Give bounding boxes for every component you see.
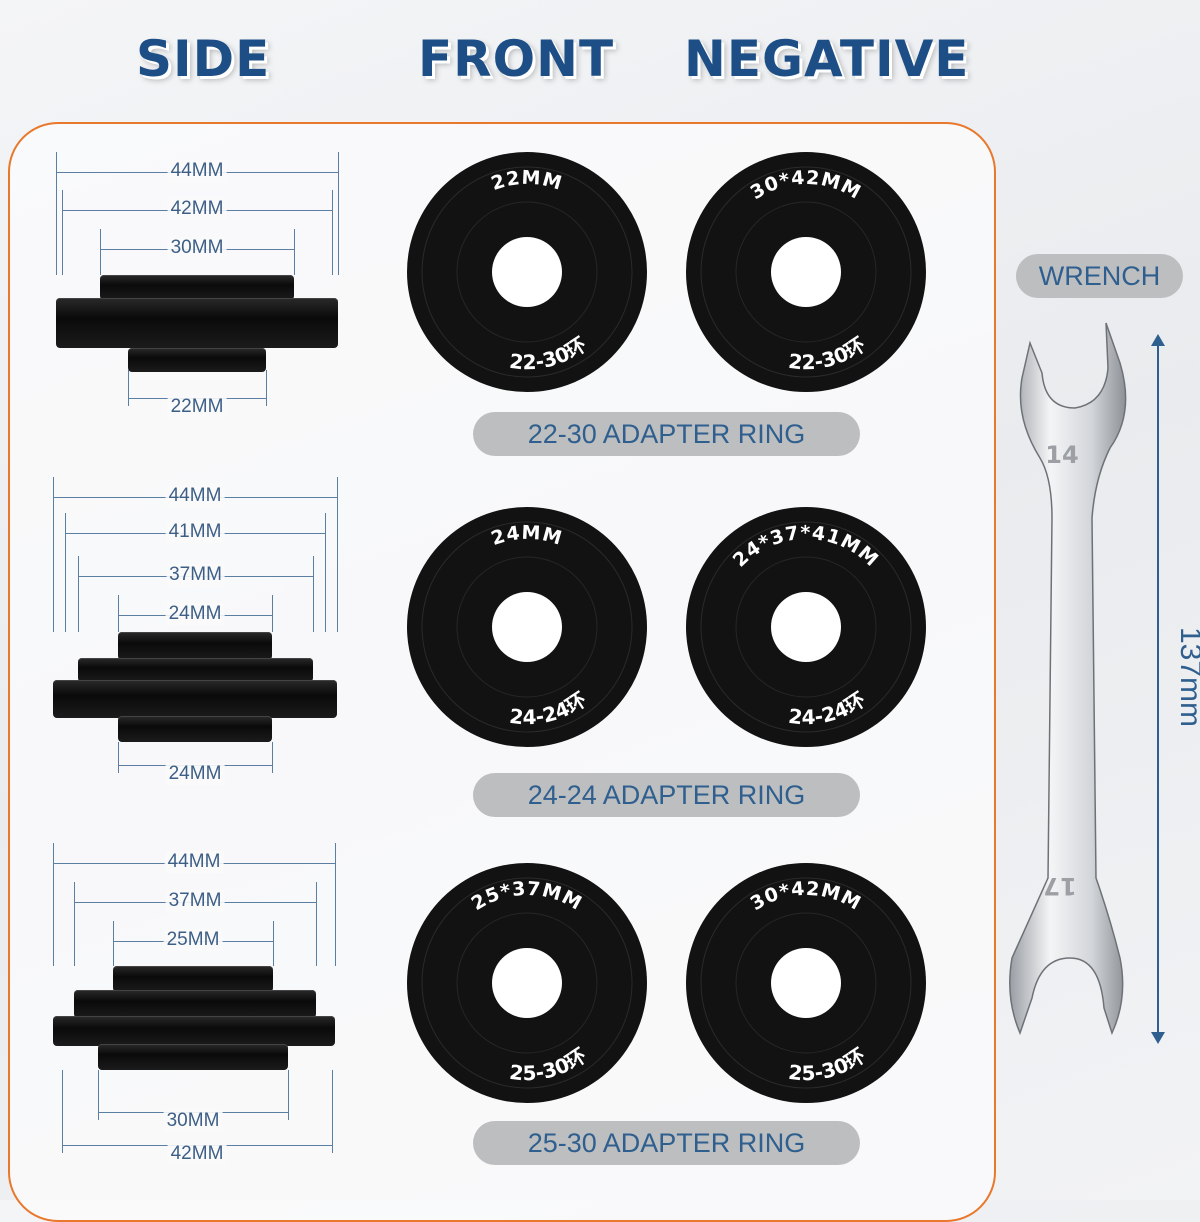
dimension-label: 44MM (164, 851, 224, 873)
dimension-label: 42MM (167, 198, 227, 220)
dimension-tick (272, 595, 273, 632)
negative-ring-view: 30*42MM 22-30环 (686, 152, 926, 392)
dimension-tick (118, 595, 119, 632)
dimension-tick (332, 1070, 333, 1153)
dimension-tick (53, 477, 54, 632)
dimension-tick (338, 152, 339, 275)
dimension-tick (325, 513, 326, 632)
dimension-tick (62, 190, 63, 275)
wrench-size-top: 14 (1045, 441, 1078, 469)
dimension-tick (128, 370, 129, 406)
dimension-tick (335, 843, 336, 966)
dimension-tick (337, 477, 338, 632)
dimension-label: 22MM (167, 396, 227, 418)
dimension-tick (118, 742, 119, 773)
adapter-ring-label: 22-30 ADAPTER RING (473, 412, 860, 456)
arrow-head-top (1151, 334, 1165, 346)
wrench-image: 14 17 (1009, 322, 1127, 1036)
dimension-label: 44MM (165, 485, 225, 507)
dimension-tick (53, 843, 54, 966)
arrow-head-bottom (1151, 1032, 1165, 1044)
negative-ring-view: 24*37*41MM 24-24环 (686, 507, 926, 747)
ring-side-profile (100, 275, 294, 300)
dimension-tick (113, 921, 114, 966)
dimension-tick (100, 229, 101, 275)
dimension-tick (313, 556, 314, 632)
wrench-length: 137mm (1174, 626, 1200, 728)
negative-header: NEGATIVE (684, 30, 970, 88)
ring-side-profile (128, 348, 266, 372)
negative-ring-view: 30*42MM 25-30环 (686, 863, 926, 1103)
ring-side-profile (74, 990, 316, 1018)
dimension-tick (65, 513, 66, 632)
dimension-tick (74, 882, 75, 966)
ring-side-profile (118, 632, 272, 660)
length-arrow (1157, 338, 1159, 1040)
ring-side-profile (118, 716, 272, 742)
dimension-tick (98, 1070, 99, 1120)
dimension-tick (273, 921, 274, 966)
dimension-tick (78, 556, 79, 632)
dimension-tick (316, 882, 317, 966)
ring-side-profile (53, 680, 337, 718)
dimension-label: 41MM (165, 521, 225, 543)
dimension-label: 42MM (167, 1143, 227, 1165)
ring-side-profile (113, 966, 273, 992)
dimension-label: 30MM (163, 1110, 223, 1132)
front-ring-view: 24MM 24-24环 (407, 507, 647, 747)
side-header: SIDE (136, 30, 271, 88)
dimension-tick (332, 190, 333, 275)
front-ring-view: 25*37MM 25-30环 (407, 863, 647, 1103)
ring-side-profile (56, 298, 338, 348)
dimension-tick (62, 1070, 63, 1153)
dimension-tick (56, 152, 57, 275)
wrench-size-bottom: 17 (1043, 872, 1076, 900)
front-header: FRONT (418, 30, 615, 88)
dimension-label: 24MM (165, 763, 225, 785)
dimension-label: 37MM (165, 890, 225, 912)
dimension-tick (294, 229, 295, 275)
adapter-ring-label: 24-24 ADAPTER RING (473, 773, 860, 817)
dimension-label: 37MM (166, 564, 225, 586)
dimension-tick (272, 742, 273, 773)
ring-side-profile (98, 1044, 288, 1070)
dimension-label: 30MM (167, 237, 227, 259)
dimension-label: 44MM (167, 160, 227, 182)
dimension-label: 25MM (163, 929, 223, 951)
dimension-tick (266, 370, 267, 406)
dimension-tick (288, 1070, 289, 1120)
adapter-ring-label: 25-30 ADAPTER RING (473, 1121, 860, 1165)
ring-side-profile (78, 658, 313, 682)
wrench-label: WRENCH (1016, 254, 1183, 298)
front-ring-view: 22MM 22-30环 (407, 152, 647, 392)
ring-side-profile (53, 1016, 335, 1046)
dimension-label: 24MM (165, 603, 225, 625)
